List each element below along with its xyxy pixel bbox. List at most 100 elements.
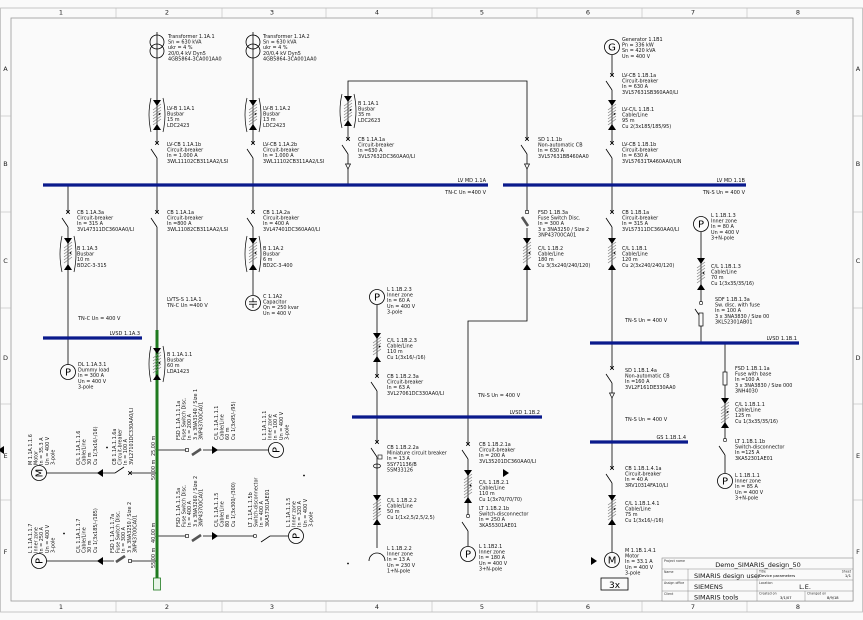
label-line: 3VL57311DC360AA0/LI xyxy=(622,227,679,233)
label-line: 3VL35201DC360AA0/LI xyxy=(479,459,536,465)
label-line: Inner zone xyxy=(34,527,40,553)
label-line: Un = 400 V xyxy=(711,230,740,236)
fuse-icon xyxy=(722,371,728,386)
label-line: 3-pole xyxy=(50,450,56,465)
label-line: In = 33.1 A xyxy=(625,559,653,565)
label-line: In = 200 A xyxy=(479,453,506,459)
label-line: In = 85 A xyxy=(735,484,759,490)
label-cl1a111: C/L 1.1A.1.1.1Cable/Line60 mCu 1(3x95/-/… xyxy=(214,401,237,440)
label-line: Circuit-breaker xyxy=(167,148,204,154)
label-line: Inner zone xyxy=(387,293,413,299)
label-line: LT 1.1B.1.1b xyxy=(735,439,765,445)
label-line: B 1.1A.3 xyxy=(77,246,98,252)
label-line: Sn = 630 kVA xyxy=(263,40,297,46)
label-line: In =100 A xyxy=(735,377,760,383)
label-line: Un = 400 V xyxy=(45,436,51,465)
cable-icon xyxy=(607,495,617,525)
network-label: TN-S Un = 400 V xyxy=(702,190,746,196)
label-line: Cu 1(3x95/-/95) xyxy=(231,401,237,440)
label-line: Cu 2(3x185/185/95) xyxy=(622,124,671,130)
circuit-breaker-icon xyxy=(605,209,615,228)
label-line: 3VL47401DC360AA0/LI xyxy=(263,227,320,233)
inner-zone-socket-icon xyxy=(368,552,386,562)
column-label-3: 3 xyxy=(270,9,274,17)
label-line: 40,00 m xyxy=(151,522,157,543)
label-line: In = 100 A xyxy=(273,413,279,440)
cable-icon xyxy=(720,398,730,428)
trunking-busbar-end-feed xyxy=(153,577,161,591)
sheet-title: Device parameters xyxy=(759,573,795,578)
label-line: 3VL57631BB460AA0 xyxy=(538,154,589,160)
label-line: LT 1.1B.2.1b xyxy=(479,506,509,512)
label-line: Busbar xyxy=(263,252,281,258)
label-line: Cu 1(3x16/-/16) xyxy=(625,518,664,524)
label-line: 125 m xyxy=(735,413,751,419)
label-line: ukr = 4 % xyxy=(263,45,288,51)
svg-text:P: P xyxy=(65,368,71,379)
row-label-E: E xyxy=(3,452,7,460)
label-line: Circuit-breaker xyxy=(263,216,300,222)
label-line: In = 100 A xyxy=(123,438,129,465)
label-line: In = 630 A xyxy=(622,153,649,159)
label-line: 75 m xyxy=(625,512,638,518)
label-line: In = 315 A xyxy=(622,221,649,227)
name-label: Name xyxy=(664,570,673,574)
label-line: BD2C-3-315 xyxy=(77,263,107,269)
label-line: L 1.1B.1.3 xyxy=(711,213,736,219)
label-line: 3-pole xyxy=(308,512,314,527)
label-line: Fuse Switch Disc. xyxy=(182,397,188,440)
motor-count-box: 3x xyxy=(600,577,629,591)
label-line: In = 100 A xyxy=(715,308,742,314)
cable-icon xyxy=(463,470,473,503)
busbar-trunking-icon xyxy=(244,235,262,273)
load-icon: P xyxy=(268,442,284,458)
label-line: In = 400 A xyxy=(263,221,290,227)
label-line: CB 1.1A.1a xyxy=(167,210,194,216)
label-line: In = 300 A xyxy=(538,221,565,227)
project-name: Demo_SIMARIS_design_50 xyxy=(715,561,801,569)
label-line: In = 315 A xyxy=(77,221,104,227)
load-icon: P xyxy=(288,528,304,544)
label-line: Cable/Line xyxy=(220,414,226,440)
label-cb1a116a: CB 1.1A.1.1.6aCircuit-breakerIn = 100 A3… xyxy=(112,408,135,465)
label-line: L 1.1A.1.1.7 xyxy=(28,524,34,553)
label-line: Cu 1(3x70/70/70) xyxy=(479,497,522,503)
label-line: Transformer 1.1A.1 xyxy=(167,34,215,40)
circuit-breaker-icon xyxy=(370,373,380,392)
circuit-breaker-icon xyxy=(605,72,615,91)
label-line: Sn = 420 kVA xyxy=(622,48,656,54)
label-line: 13 m xyxy=(263,117,276,123)
client-value: SIMARIS tools xyxy=(694,594,739,602)
label-line: L 1.1B2.1 xyxy=(479,544,502,550)
network-label: TN-S Un = 400 V xyxy=(624,417,668,423)
label-line: 3NP43700CA01 xyxy=(132,515,138,553)
label-line: Non-automatic CB xyxy=(625,374,670,380)
label-line: Cable/Line xyxy=(387,344,413,350)
label-line: CB 1.1A.2a xyxy=(263,210,290,216)
label-dist1: 50,00 m xyxy=(151,459,157,480)
label-line: C/L 1.1B.2.2 xyxy=(387,498,417,504)
label-l1a111: L 1.1A.1.1.1Inner zoneIn = 100 AUn = 400… xyxy=(262,411,290,440)
cable-icon xyxy=(372,495,382,525)
label-line: 3 x 3NA3830 / Size 00 xyxy=(715,314,769,320)
label-line: Switch-disconnector xyxy=(735,445,785,451)
label-line: Switch-disconnector xyxy=(479,512,529,518)
label-line: In = 200 A xyxy=(187,413,193,440)
label-line: Un = 230 V xyxy=(387,563,416,569)
label-line: CB 1.1A.1.1.6a xyxy=(112,429,118,465)
column-label-1: 1 xyxy=(59,603,63,611)
label-line: 3KA57301AE01 xyxy=(265,489,271,527)
label-line: Un = 400 V xyxy=(45,524,51,553)
label-line: Un = 400 V xyxy=(303,498,309,527)
